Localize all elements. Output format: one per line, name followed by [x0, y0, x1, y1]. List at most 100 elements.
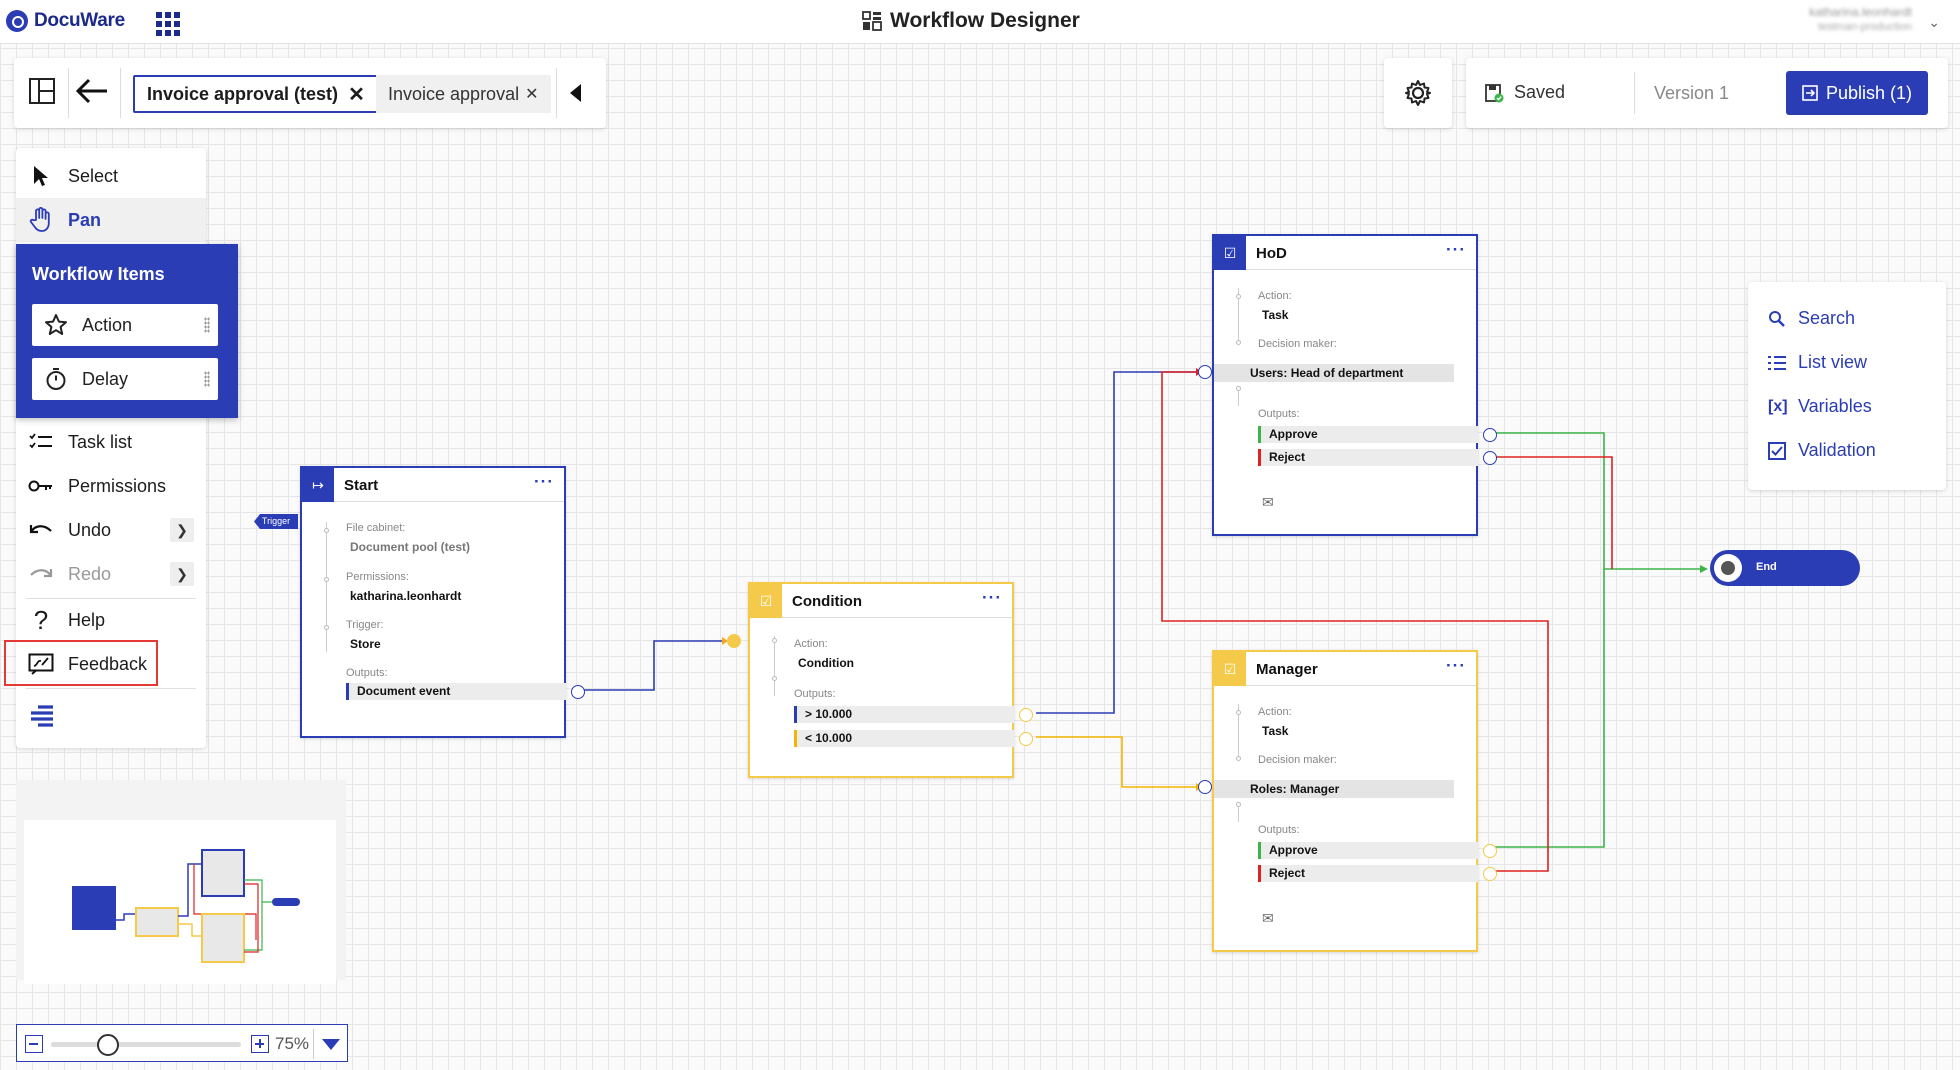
outputs-label: Outputs: — [1258, 408, 1300, 420]
collapse-menu-icon — [28, 703, 54, 729]
node-title: HoD — [1256, 245, 1287, 262]
hod-node[interactable]: ☑ HoD ··· Action: Task Decision maker: U… — [1212, 234, 1497, 536]
output-less-than[interactable]: < 10.000 — [794, 730, 1014, 747]
close-icon[interactable]: ✕ — [348, 83, 365, 106]
manager-input-port[interactable] — [1198, 780, 1212, 794]
tab-label: Invoice approval (test) — [147, 83, 339, 104]
drag-handle-icon[interactable] — [204, 317, 210, 333]
variables-icon: [x] — [1768, 397, 1788, 415]
envelope-icon: ✉ — [1262, 494, 1274, 510]
permissions-tool[interactable]: Permissions — [16, 464, 206, 508]
pan-label: Pan — [68, 209, 102, 230]
permissions-field-label: Permissions: — [346, 571, 409, 583]
output-port[interactable] — [1483, 451, 1497, 465]
output-port[interactable] — [1483, 867, 1497, 881]
zoom-slider[interactable] — [51, 1034, 241, 1056]
apps-grid-icon[interactable] — [156, 12, 180, 36]
output-port[interactable] — [1483, 844, 1497, 858]
redo-tool[interactable]: Redo ❯ — [16, 552, 206, 596]
manager-node[interactable]: ☑ Manager ··· Action: Task Decision make… — [1212, 650, 1497, 952]
drag-handle-icon[interactable] — [204, 371, 210, 387]
output-reject[interactable]: Reject — [1258, 865, 1478, 882]
pan-tool[interactable]: Pan — [16, 198, 206, 242]
outputs-label: Outputs: — [346, 667, 388, 679]
decision-maker-label: Decision maker: — [1258, 754, 1337, 766]
decision-maker-value[interactable]: Roles: Manager — [1214, 780, 1454, 798]
settings-button[interactable] — [1384, 58, 1452, 128]
back-arrow-icon[interactable] — [74, 73, 110, 109]
action-label: Action — [82, 314, 133, 335]
wire-start-to-condition — [580, 640, 722, 691]
redo-icon — [28, 561, 54, 587]
help-tool[interactable]: ? Help — [16, 598, 206, 642]
decision-maker-label: Decision maker: — [1258, 338, 1337, 350]
output-port[interactable] — [1483, 428, 1497, 442]
outputs-label: Outputs: — [1258, 824, 1300, 836]
more-options-icon[interactable]: ··· — [534, 472, 554, 491]
output-port[interactable] — [1019, 732, 1033, 746]
publish-icon — [1802, 85, 1818, 101]
action-field-label: Action: — [794, 638, 828, 650]
action-field-value: Task — [1262, 724, 1289, 738]
trigger-field-label: Trigger: — [346, 619, 384, 631]
task-checkbox-icon: ☑ — [1214, 236, 1246, 270]
save-status-icon — [1485, 83, 1504, 102]
action-field-value: Task — [1262, 308, 1289, 322]
action-item[interactable]: Action — [32, 304, 218, 346]
action-field-value: Condition — [798, 656, 854, 670]
list-view-button[interactable]: List view — [1768, 352, 1867, 373]
zoom-out-icon[interactable] — [25, 1035, 43, 1053]
condition-node[interactable]: ☑ Condition ··· Action: Condition Output… — [748, 582, 1033, 778]
layout-panel-icon[interactable] — [24, 73, 60, 109]
select-tool[interactable]: Select — [16, 154, 206, 198]
output-reject[interactable]: Reject — [1258, 449, 1478, 466]
collapse-panel-button[interactable] — [16, 694, 206, 738]
zoom-dropdown-icon[interactable] — [322, 1039, 340, 1050]
delay-item[interactable]: Delay — [32, 358, 218, 400]
chevron-right-icon[interactable]: ❯ — [170, 562, 194, 586]
output-port[interactable] — [571, 685, 585, 699]
more-options-icon[interactable]: ··· — [1446, 656, 1466, 675]
minimap[interactable] — [16, 780, 346, 984]
file-cabinet-label: File cabinet: — [346, 522, 406, 534]
output-document-event[interactable]: Document event — [346, 683, 566, 700]
collapse-tabs-icon[interactable] — [570, 84, 581, 102]
publish-button[interactable]: Publish (1) — [1786, 71, 1928, 115]
zoom-slider-handle[interactable] — [97, 1034, 119, 1056]
chevron-down-icon[interactable]: ⌄ — [1928, 14, 1940, 30]
output-port[interactable] — [1019, 708, 1033, 722]
end-node[interactable]: End — [1710, 550, 1860, 586]
action-field-label: Action: — [1258, 290, 1292, 302]
start-node[interactable]: ↦ Start ··· File cabinet: Document pool … — [300, 466, 585, 738]
hod-input-port[interactable] — [1198, 365, 1212, 379]
wire-hod-reject-to-end — [1490, 456, 1613, 569]
document-toolbar: Invoice approval (test) ✕ Invoice approv… — [14, 58, 606, 128]
output-greater-than[interactable]: > 10.000 — [794, 706, 1014, 723]
variables-button[interactable]: [x] Variables — [1768, 396, 1872, 417]
tab-invoice-approval[interactable]: Invoice approval ✕ — [376, 75, 551, 113]
decision-maker-value[interactable]: Users: Head of department — [1214, 364, 1454, 382]
docuware-logo[interactable]: DocuWare — [6, 10, 125, 32]
task-list-tool[interactable]: Task list — [16, 420, 206, 464]
undo-tool[interactable]: Undo ❯ — [16, 508, 206, 552]
output-approve[interactable]: Approve — [1258, 426, 1478, 443]
more-options-icon[interactable]: ··· — [982, 588, 1002, 607]
output-approve[interactable]: Approve — [1258, 842, 1478, 859]
feedback-tool[interactable]: Feedback — [16, 642, 206, 686]
zoom-in-icon[interactable] — [251, 1035, 269, 1053]
saved-status: Saved — [1484, 82, 1565, 103]
validation-button[interactable]: Validation — [1768, 440, 1876, 461]
outputs-label: Outputs: — [794, 688, 836, 700]
condition-input-port[interactable] — [727, 634, 741, 648]
checkbox-checked-icon — [1768, 441, 1786, 460]
user-name: katharina.leonhardt — [1809, 5, 1912, 19]
close-icon[interactable]: ✕ — [525, 86, 539, 103]
more-options-icon[interactable]: ··· — [1446, 240, 1466, 259]
wire-condition-to-hod — [1036, 371, 1196, 714]
user-menu[interactable]: katharina.leonhardt testman-production — [1809, 5, 1912, 35]
redo-label: Redo — [68, 563, 112, 584]
workflow-items-title: Workflow Items — [32, 264, 165, 284]
chevron-right-icon[interactable]: ❯ — [170, 518, 194, 542]
search-button[interactable]: Search — [1768, 308, 1855, 329]
